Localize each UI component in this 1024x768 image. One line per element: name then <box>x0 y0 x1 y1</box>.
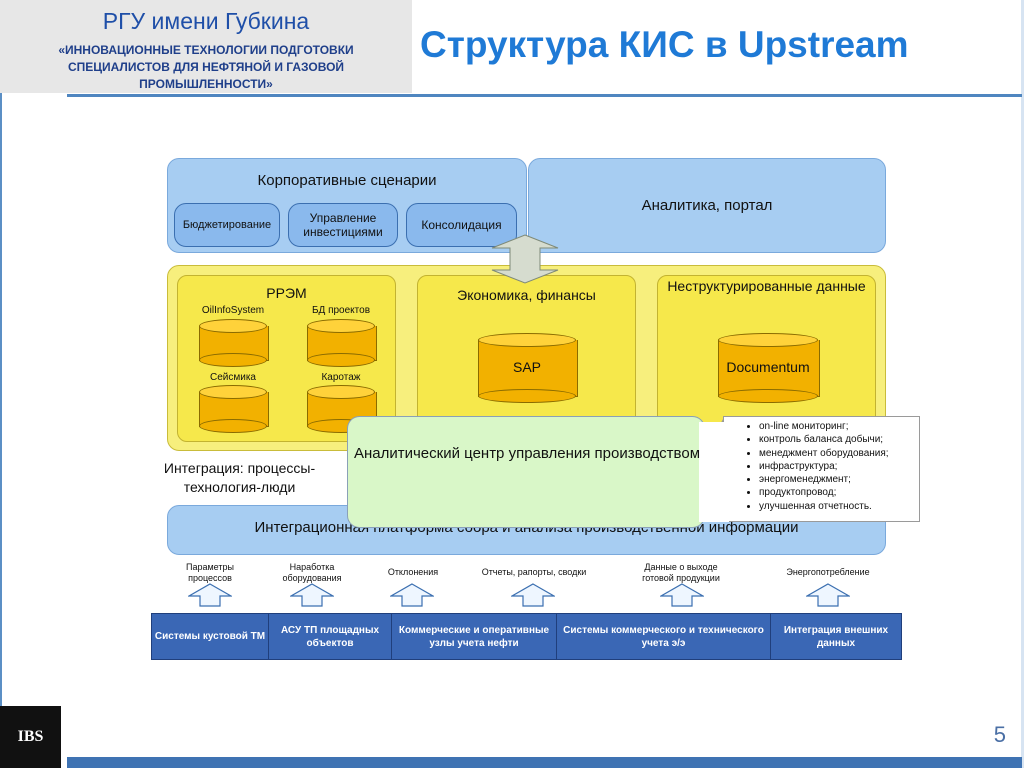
frame-right-border <box>1021 0 1024 768</box>
program-name: «ИННОВАЦИОННЫЕ ТЕХНОЛОГИИ ПОДГОТОВКИ СПЕ… <box>58 43 354 91</box>
system-label: Системы коммерческого и технического уче… <box>563 624 764 649</box>
function-item: on-line мониторинг; <box>759 420 920 433</box>
ibs-logo-text: IBS <box>17 728 44 745</box>
function-item: улучшенная отчетность. <box>759 500 920 513</box>
analytic-center-label: Аналитический центр управления производс… <box>353 445 701 462</box>
system-oil-metering: Коммерческие и оперативные узлы учета не… <box>391 613 557 660</box>
analytic-center-functions-list: on-line мониторинг; контроль баланса доб… <box>725 420 920 513</box>
flow-label-equipment-runtime: Наработка оборудования <box>282 562 342 583</box>
function-item: менеджмент оборудования; <box>759 447 920 460</box>
integration-label: Интеграция: процессы-технология-люди <box>163 460 316 495</box>
frame-bottom-rule <box>67 757 1022 768</box>
investment-management-label: Управление инвестициями <box>303 211 383 239</box>
budgeting-pill: Бюджетирование <box>174 203 280 247</box>
projects-db-label: БД проектов <box>311 305 371 316</box>
up-arrow-icon <box>806 583 850 607</box>
system-energy-metering: Системы коммерческого и технического уче… <box>556 613 771 660</box>
up-arrow-icon <box>660 583 704 607</box>
flow-label-product-output: Данные о выходе готовой продукции <box>642 562 720 583</box>
ibs-logo: IBS <box>0 706 61 768</box>
frame-top-rule <box>67 94 1022 97</box>
flow-label-energy: Энергопотребление <box>786 567 870 577</box>
system-label: Интеграция внешних данных <box>783 624 889 649</box>
up-arrow-icon <box>390 583 434 607</box>
consolidation-label: Консолидация <box>421 218 502 232</box>
oilinfosystem-label: OilInfoSystem <box>201 305 265 316</box>
unstructured-title: Неструктурированные данные <box>667 278 866 294</box>
budgeting-label: Бюджетирование <box>182 219 272 231</box>
consolidation-pill: Консолидация <box>406 203 517 247</box>
function-item: энергоменеджмент; <box>759 473 920 486</box>
analytics-portal-label: Аналитика, портал <box>641 197 773 214</box>
flow-label-reports: Отчеты, рапорты, сводки <box>481 567 587 577</box>
function-item: контроль баланса добычи; <box>759 433 920 446</box>
system-acs-areal-objects: АСУ ТП площадных объектов <box>268 613 392 660</box>
university-name: РГУ имени Губкина <box>102 8 310 34</box>
page-number: 5 <box>993 722 1006 747</box>
finance-title: Экономика, финансы <box>457 287 596 303</box>
analytic-center-callout <box>347 416 920 528</box>
oilinfosystem-db-icon <box>199 319 269 367</box>
up-arrow-icon <box>188 583 232 607</box>
sap-label: SAP <box>512 359 541 375</box>
double-arrow-icon <box>491 234 559 284</box>
system-label: Системы кустовой ТМ <box>154 631 266 642</box>
system-label: АСУ ТП площадных объектов <box>280 624 380 649</box>
logging-label: Каротаж <box>321 372 361 383</box>
function-item: продуктопровод; <box>759 486 920 499</box>
flow-label-deviations: Отклонения <box>387 567 439 577</box>
header-panel <box>0 0 412 93</box>
up-arrow-icon <box>290 583 334 607</box>
rrem-title: РРЭМ <box>266 285 307 301</box>
flow-label-process-params: Параметры процессов <box>186 562 234 583</box>
investment-management-pill: Управление инвестициями <box>288 203 398 247</box>
documentum-label: Documentum <box>726 359 810 375</box>
function-item: инфраструктура; <box>759 460 920 473</box>
system-external-data: Интеграция внешних данных <box>770 613 902 660</box>
analytics-portal-box <box>528 158 886 253</box>
up-arrow-icon <box>511 583 555 607</box>
corporate-scenarios-title: Корпоративные сценарии <box>257 172 437 189</box>
seismic-db-icon <box>199 385 269 433</box>
documentum-db-icon: Documentum <box>718 333 820 403</box>
sap-db-icon: SAP <box>478 333 578 403</box>
seismic-label: Сейсмика <box>210 372 256 383</box>
frame-left-border <box>0 93 2 768</box>
projects-db-icon <box>307 319 377 367</box>
system-cluster-telemetry: Системы кустовой ТМ <box>151 613 269 660</box>
system-label: Коммерческие и оперативные узлы учета не… <box>398 624 550 649</box>
slide-title: Структура КИС в Upstream <box>420 24 909 65</box>
